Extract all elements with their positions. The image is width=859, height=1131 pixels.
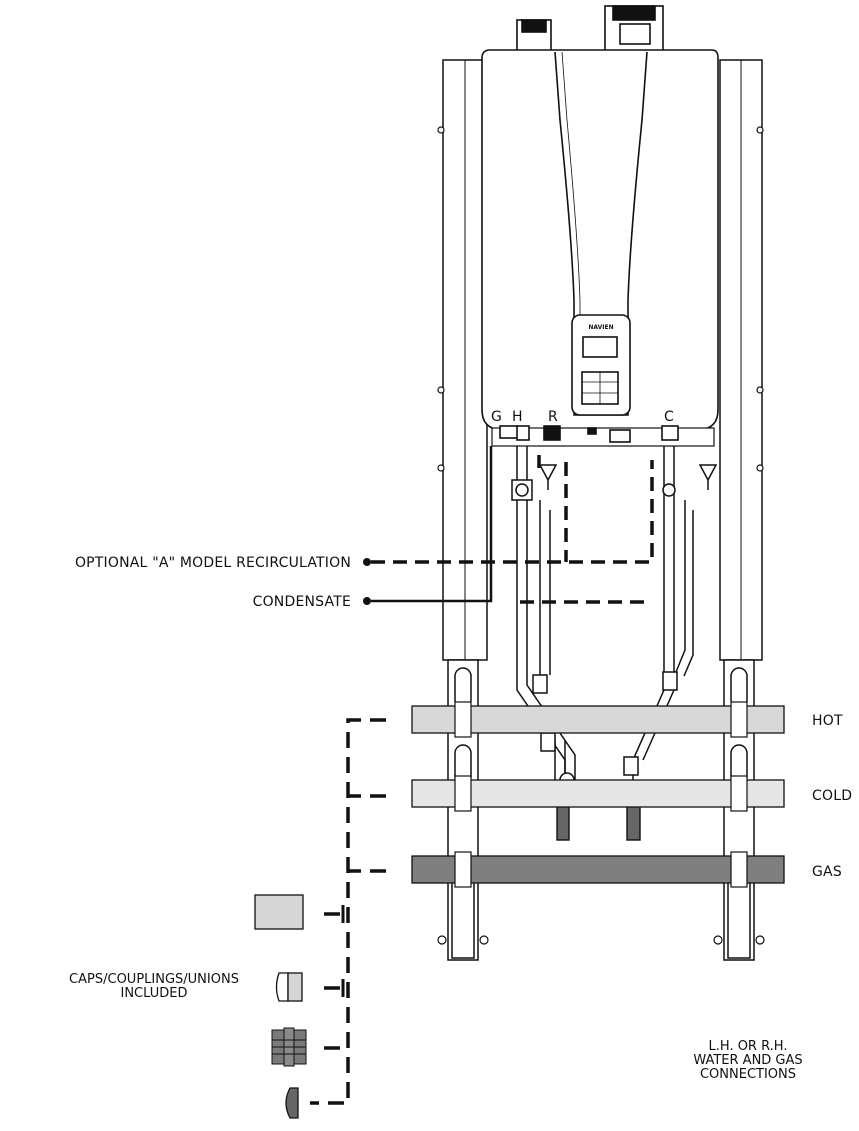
port-label-r: R <box>548 409 558 425</box>
coupling-icon <box>271 1027 307 1067</box>
piping <box>511 446 718 790</box>
port-label-h: H <box>512 409 523 425</box>
union-icon <box>285 1087 299 1119</box>
display-screen <box>582 336 618 358</box>
water-heater <box>481 5 719 447</box>
bar-cap-icon <box>254 894 304 930</box>
unistrut-channels <box>447 659 755 961</box>
brand-logo: NAVIEN <box>588 324 613 331</box>
condensate-line <box>371 446 493 603</box>
hot-bar <box>411 705 785 734</box>
hot-label: HOT <box>812 713 843 729</box>
connections-label-line1: L.H. OR R.H. <box>709 1039 788 1054</box>
cold-bar <box>411 779 785 808</box>
hot-pipe <box>516 446 528 480</box>
connections-label-line2: WATER AND GAS <box>693 1053 802 1068</box>
caps-label-line1: CAPS/COUPLINGS/UNIONS <box>69 972 239 987</box>
cap-icon <box>275 972 303 1002</box>
condensate-label: CONDENSATE <box>253 594 351 610</box>
strut-clamps <box>454 701 748 888</box>
connections-label-line3: CONNECTIONS <box>700 1067 796 1082</box>
manifold-bars <box>411 705 785 884</box>
recirculation-line <box>371 455 654 604</box>
cold-label: COLD <box>812 788 852 804</box>
caps-label-line2: INCLUDED <box>121 986 188 1001</box>
gas-bar <box>411 855 785 884</box>
gas-label: GAS <box>812 864 842 880</box>
rack-frame <box>442 59 763 661</box>
condensate-marker <box>363 597 371 605</box>
recirculation-marker <box>363 558 371 566</box>
port-label-g: G <box>491 409 502 425</box>
port-label-c: C <box>664 409 674 425</box>
legend-bracket <box>310 718 386 1105</box>
recirculation-label: OPTIONAL "A" MODEL RECIRCULATION <box>75 555 351 571</box>
